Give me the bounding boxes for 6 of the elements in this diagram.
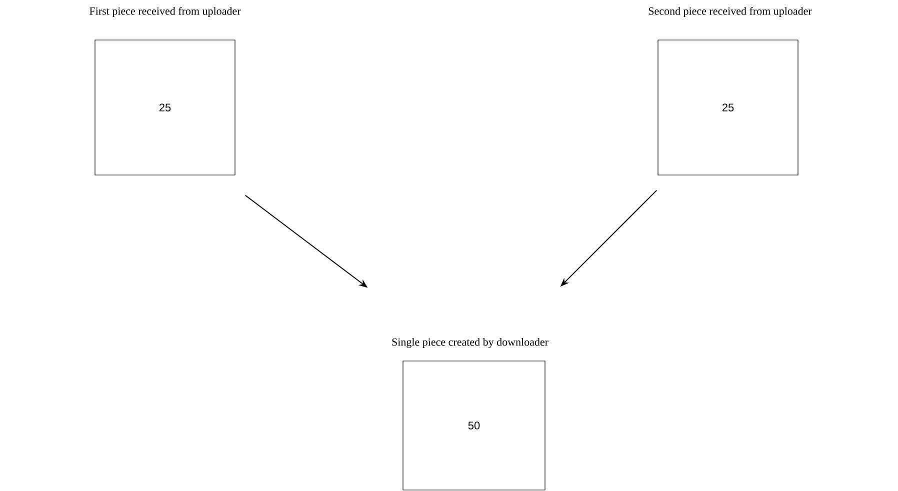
box-heading: First piece received from uploader [90,6,241,18]
box-heading: Second piece received from uploader [648,6,812,18]
piece-box: 25 [94,40,236,176]
piece-box: 25 [658,40,798,176]
piece-box: 50 [402,360,546,490]
box-heading: Single piece created by downloader [392,338,548,348]
